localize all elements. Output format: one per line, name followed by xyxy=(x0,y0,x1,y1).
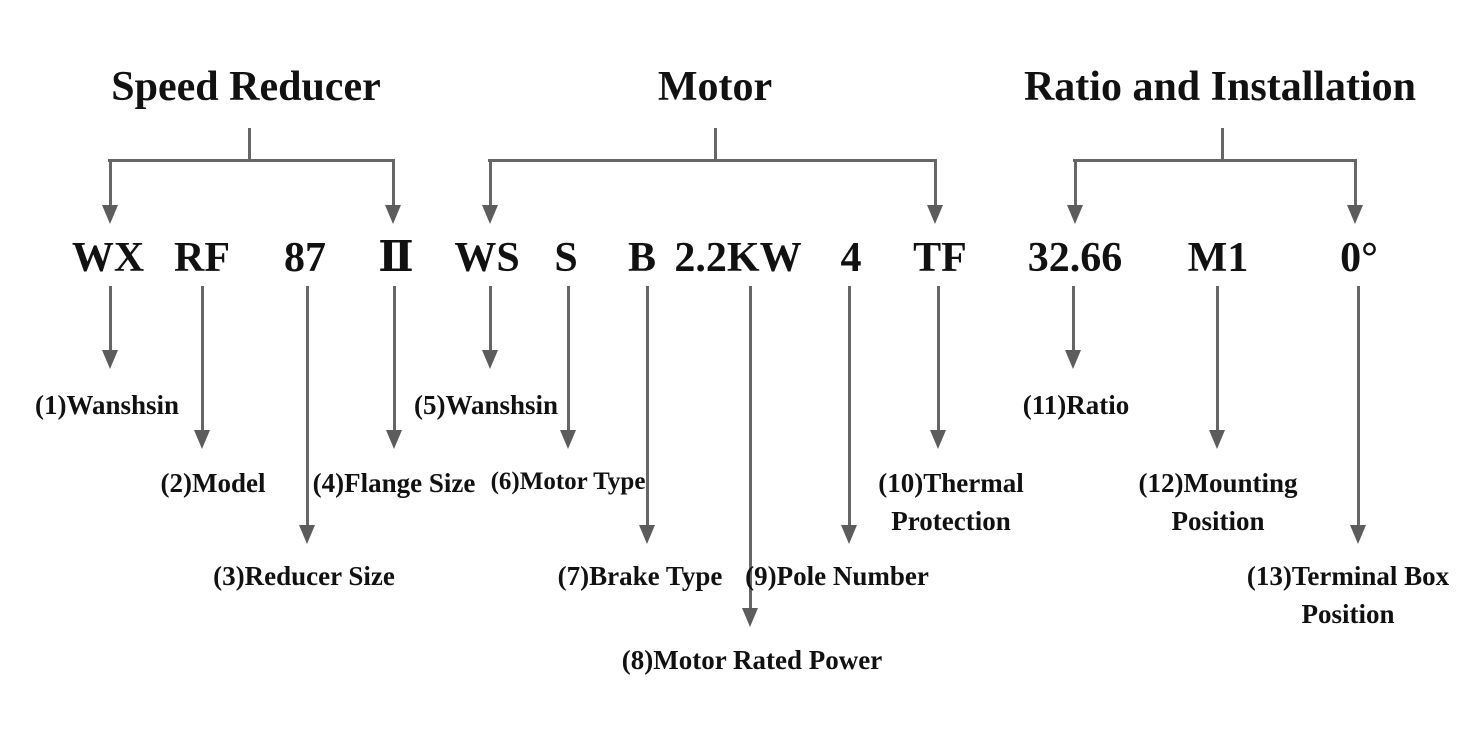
arrow-tf-icon xyxy=(936,286,940,430)
label-5-wanshsin: (5)Wanshsin xyxy=(413,390,559,420)
motor-bracket-arrow-left-icon xyxy=(488,159,492,205)
label-7-brake-type: (7)Brake Type xyxy=(557,561,723,591)
motor-bracket-arrow-right-icon xyxy=(933,159,937,205)
label-10-line1: (10)Thermal xyxy=(878,468,1024,498)
code-ii: Ⅱ xyxy=(378,235,414,281)
label-13-line1: (13)Terminal Box xyxy=(1246,561,1450,591)
arrow-ws-icon xyxy=(488,286,492,350)
code-rf: RF xyxy=(174,235,230,281)
code-tf: TF xyxy=(913,235,967,281)
arrow-4-icon xyxy=(847,286,851,525)
label-6-motor-type: (6)Motor Type xyxy=(490,468,646,495)
arrow-m1-icon xyxy=(1215,286,1219,430)
label-1-wanshsin: (1)Wanshsin xyxy=(34,390,180,420)
label-10-thermal-protection: (10)Thermal Protection xyxy=(878,464,1023,540)
code-87: 87 xyxy=(284,235,326,281)
ratio-bracket-stem xyxy=(1220,128,1224,161)
code-ws: WS xyxy=(454,235,520,281)
code-s: S xyxy=(554,235,578,281)
arrow-b-icon xyxy=(645,286,649,525)
speed-reducer-bracket-arrow-right-icon xyxy=(391,159,395,205)
code-4: 4 xyxy=(840,235,862,281)
ratio-bracket-arrow-right-icon xyxy=(1353,159,1357,205)
label-13-terminal-box-position: (13)Terminal Box Position xyxy=(1247,557,1449,633)
label-9-pole-number: (9)Pole Number xyxy=(745,561,929,591)
group-title-speed-reducer: Speed Reducer xyxy=(111,64,381,110)
label-8-motor-rated-power: (8)Motor Rated Power xyxy=(621,645,883,675)
motor-bracket-stem xyxy=(713,128,717,161)
code-m1: M1 xyxy=(1187,235,1249,281)
code-2-2kw: 2.2KW xyxy=(674,235,802,281)
label-3-reducer-size: (3)Reducer Size xyxy=(213,561,395,591)
group-title-ratio-installation: Ratio and Installation xyxy=(1023,64,1417,110)
motor-bracket-bar xyxy=(488,159,937,162)
arrow-2-2kw-icon xyxy=(748,286,752,608)
arrow-ii-icon xyxy=(392,286,396,430)
group-title-motor: Motor xyxy=(657,64,773,110)
arrow-wx-icon xyxy=(108,286,112,350)
arrow-0deg-icon xyxy=(1356,286,1360,525)
arrow-32-66-icon xyxy=(1071,286,1075,350)
label-12-line1: (12)Mounting xyxy=(1138,468,1298,498)
code-32-66: 32.66 xyxy=(1027,235,1123,281)
speed-reducer-bracket-stem xyxy=(248,128,251,161)
code-wx: WX xyxy=(71,235,145,281)
arrow-87-icon xyxy=(305,286,309,525)
label-11-ratio: (11)Ratio xyxy=(1022,390,1130,420)
speed-reducer-bracket-arrow-left-icon xyxy=(108,159,112,205)
ratio-bracket-bar xyxy=(1073,159,1357,162)
arrow-s-icon xyxy=(566,286,570,430)
label-10-line2: Protection xyxy=(891,506,1011,536)
arrow-rf-icon xyxy=(200,286,204,430)
label-4-flange-size: (4)Flange Size xyxy=(312,468,476,498)
label-12-line2: Position xyxy=(1171,506,1265,536)
label-2-model: (2)Model xyxy=(160,468,266,498)
label-13-line2: Position xyxy=(1301,599,1395,629)
ratio-bracket-arrow-left-icon xyxy=(1073,159,1077,205)
label-12-mounting-position: (12)Mounting Position xyxy=(1138,464,1297,540)
code-b: B xyxy=(627,235,657,281)
code-0deg: 0° xyxy=(1340,235,1378,281)
speed-reducer-bracket-bar xyxy=(108,159,395,162)
